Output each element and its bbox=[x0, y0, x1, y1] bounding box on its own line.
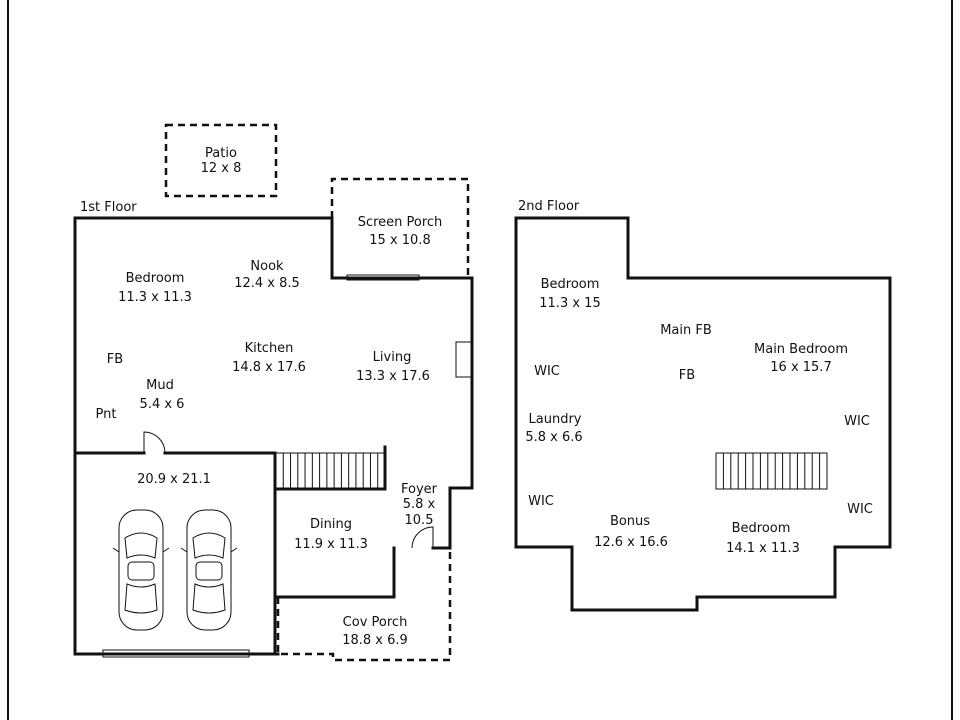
bedroom1-name: Bedroom bbox=[126, 271, 185, 286]
dining-name: Dining bbox=[310, 517, 352, 532]
mud-door-swing bbox=[143, 431, 166, 454]
foyer-name: Foyer bbox=[401, 482, 438, 497]
pnt-name: Pnt bbox=[96, 407, 117, 422]
mud-name: Mud bbox=[146, 378, 174, 393]
car-right bbox=[180, 509, 238, 631]
first-floor-label: 1st Floor bbox=[80, 200, 137, 215]
stair-outline bbox=[715, 452, 828, 490]
cov-porch-dims: 18.8 x 6.9 bbox=[342, 633, 408, 648]
foyer-dims-b: 10.5 bbox=[405, 513, 434, 528]
second-floor-outer-wall bbox=[514, 216, 892, 612]
garage-door bbox=[102, 649, 250, 658]
laundry-name: Laundry bbox=[529, 412, 582, 427]
bedroom3-dims: 14.1 x 11.3 bbox=[726, 541, 800, 556]
foyer-dims-a: 5.8 x bbox=[403, 497, 436, 512]
cov-porch-outline bbox=[276, 548, 452, 662]
stairs-second-floor bbox=[715, 452, 828, 490]
fb2-name: FB bbox=[679, 368, 695, 383]
kitchen-name: Kitchen bbox=[245, 341, 294, 356]
garage-dims: 20.9 x 21.1 bbox=[137, 472, 211, 487]
screen-porch-name: Screen Porch bbox=[358, 215, 443, 230]
patio-outline bbox=[164, 123, 278, 198]
bedroom1-dims: 11.3 x 11.3 bbox=[118, 290, 192, 305]
wic3-name: WIC bbox=[528, 494, 554, 509]
patio-name: Patio bbox=[205, 146, 237, 161]
bedroom2-dims: 11.3 x 15 bbox=[539, 296, 600, 311]
foyer-door-swing bbox=[411, 526, 434, 549]
bedroom3-name: Bedroom bbox=[732, 521, 791, 536]
fireplace bbox=[455, 341, 473, 378]
fb1-name: FB bbox=[107, 352, 123, 367]
stair-outline bbox=[275, 452, 386, 490]
screen-porch-dims: 15 x 10.8 bbox=[369, 233, 430, 248]
mud-dims: 5.4 x 6 bbox=[140, 397, 185, 412]
nook-name: Nook bbox=[250, 259, 284, 274]
car-left bbox=[112, 509, 170, 631]
nook-dims: 12.4 x 8.5 bbox=[234, 276, 300, 291]
living-name: Living bbox=[373, 350, 412, 365]
main-bedroom-name: Main Bedroom bbox=[754, 342, 848, 357]
dining-dims: 11.9 x 11.3 bbox=[294, 537, 368, 552]
dining-south-wall bbox=[276, 546, 396, 599]
kitchen-dims: 14.8 x 17.6 bbox=[232, 360, 306, 375]
slider-door-porch bbox=[346, 274, 420, 281]
first-floor-outer-wall bbox=[73, 216, 334, 656]
second-floor-label: 2nd Floor bbox=[518, 199, 580, 214]
wic4-name: WIC bbox=[847, 502, 873, 517]
first-floor-east-wall bbox=[330, 216, 474, 550]
living-dims: 13.3 x 17.6 bbox=[356, 369, 430, 384]
bonus-dims: 12.6 x 16.6 bbox=[594, 535, 668, 550]
patio-dims: 12 x 8 bbox=[201, 161, 242, 176]
wic1-name: WIC bbox=[534, 364, 560, 379]
laundry-dims: 5.8 x 6.6 bbox=[525, 430, 582, 445]
bedroom2-name: Bedroom bbox=[541, 277, 600, 292]
wic2-name: WIC bbox=[844, 414, 870, 429]
cov-porch-name: Cov Porch bbox=[343, 615, 408, 630]
main-fb-name: Main FB bbox=[660, 323, 712, 338]
main-bedroom-dims: 16 x 15.7 bbox=[770, 360, 831, 375]
stairs-first-floor bbox=[275, 452, 386, 490]
bonus-name: Bonus bbox=[610, 514, 650, 529]
